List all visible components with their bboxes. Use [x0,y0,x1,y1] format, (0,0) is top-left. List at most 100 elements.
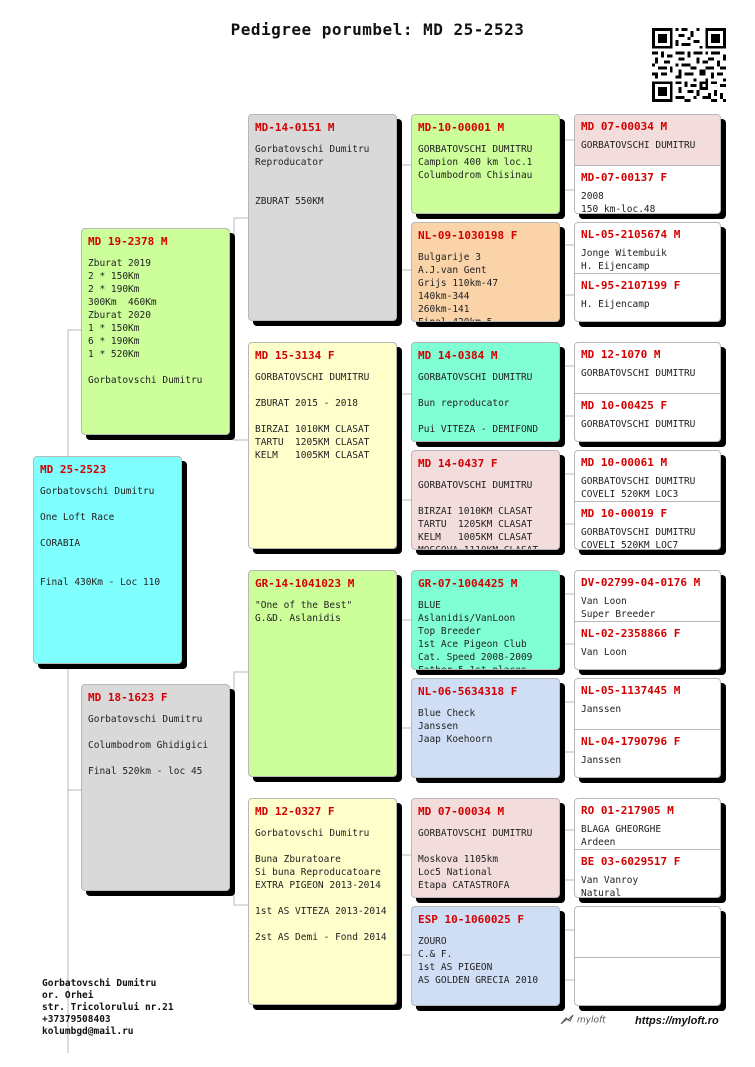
pigeon-info: GORBATOVSCHI DUMITRU COVELI 520KM LOC3 [581,476,696,500]
pigeon-id: MD 14-0384 M [418,349,498,362]
brand-url[interactable]: https://myloft.ro [635,1015,719,1027]
pigeon-id: MD 10-00019 F [581,507,668,520]
pigeon-id: MD 19-2378 M [88,235,168,248]
gen4-entry[interactable]: MD 12-1070 M GORBATOVSCHI DUMITRU [575,343,720,393]
sire-card[interactable]: MD 19-2378 M Zburat 2019 2 * 150Km 2 * 1… [81,228,230,435]
gen4-pair-card: MD 10-00061 M GORBATOVSCHI DUMITRU COVEL… [574,450,721,550]
pigeon-info: GORBATOVSCHI DUMITRU Moskova 1105km Loc5… [418,828,533,891]
gen4-entry[interactable]: NL-02-2358866 F Van Loon [575,621,720,669]
pigeon-id: ESP 10-1060025 F [418,913,524,926]
gen4-pair-card: NL-05-2105674 M Jonge Witembuik H. Eijen… [574,222,721,322]
gen4-entry[interactable]: NL-95-2107199 F H. Eijencamp [575,273,720,321]
dam-card[interactable]: MD 18-1623 F Gorbatovschi Dumitru Columb… [81,684,230,891]
bird-icon [560,1014,574,1025]
gen4-entry[interactable] [575,957,720,1005]
gen4-entry[interactable]: BE 03-6029517 F Van Vanroy Natural [575,849,720,898]
pigeon-id: MD 12-1070 M [581,348,661,361]
pigeon-info: Janssen [581,704,622,715]
pigeon-id: MD 15-3134 F [255,349,335,362]
great-grandparent-card[interactable]: ESP 10-1060025 F ZOURO C.& F. 1st AS PIG… [411,906,560,1006]
pigeon-id: GR-07-1004425 M [418,577,518,590]
pigeon-id: NL-95-2107199 F [581,279,681,292]
great-grandparent-card[interactable]: MD 14-0384 M GORBATOVSCHI DUMITRU Bun re… [411,342,560,442]
gen4-pair-card: MD 12-1070 M GORBATOVSCHI DUMITRU MD 10-… [574,342,721,442]
page-title: Pedigree porumbel: MD 25-2523 [230,20,525,39]
pigeon-info: GORBATOVSCHI DUMITRU ZBURAT 2015 - 2018 … [255,372,370,461]
pigeon-id: NL-05-2105674 M [581,228,681,241]
pigeon-id: MD-07-00137 F [581,171,668,184]
pigeon-info: Blue Check Janssen Jaap Koehoorn [418,708,493,745]
pigeon-id: MD 10-00425 F [581,399,668,412]
gen4-entry[interactable]: NL-05-2105674 M Jonge Witembuik H. Eijen… [575,223,720,273]
gen4-pair-card: MD 07-00034 M GORBATOVSCHI DUMITRU MD-07… [574,114,721,214]
pigeon-id: MD-10-00001 M [418,121,505,134]
gen4-entry[interactable]: NL-05-1137445 M Janssen [575,679,720,729]
pigeon-id: MD 14-0437 F [418,457,498,470]
pigeon-info: Van Loon Super Breeder [581,596,656,620]
great-grandparent-card[interactable]: GR-07-1004425 M BLUE Aslanidis/VanLoon T… [411,570,560,670]
pigeon-id: MD 07-00034 M [418,805,505,818]
pigeon-info: "One of the Best" G.&D. Aslanidis [255,600,353,624]
great-grandparent-card[interactable]: NL-09-1030198 F Bulgarije 3 A.J.van Gent… [411,222,560,322]
pigeon-info: GORBATOVSCHI DUMITRU [581,368,696,379]
myloft-logo: myloft [560,1014,606,1026]
gen4-entry[interactable]: MD 10-00019 F GORBATOVSCHI DUMITRU COVEL… [575,501,720,550]
grandparent-card[interactable]: MD 15-3134 F GORBATOVSCHI DUMITRU ZBURAT… [248,342,397,549]
gen4-entry[interactable]: MD 10-00061 M GORBATOVSCHI DUMITRU COVEL… [575,451,720,501]
pigeon-id: NL-02-2358866 F [581,627,681,640]
pigeon-id: MD 07-00034 M [581,120,668,133]
pigeon-info: Jonge Witembuik H. Eijencamp [581,248,667,272]
subject-card[interactable]: MD 25-2523 Gorbatovschi Dumitru One Loft… [33,456,182,664]
pigeon-info: Gorbatovschi Dumitru One Loft Race CORAB… [40,486,161,588]
gen4-entry[interactable]: DV-02799-04-0176 M Van Loon Super Breede… [575,571,720,621]
pigeon-id: MD 25-2523 [40,463,107,476]
pigeon-id: NL-06-5634318 F [418,685,518,698]
pigeon-info: Van Vanroy Natural [581,875,639,898]
gen4-pair-card: DV-02799-04-0176 M Van Loon Super Breede… [574,570,721,670]
pigeon-info: GORBATOVSCHI DUMITRU Campion 400 km loc.… [418,144,533,181]
gen4-entry[interactable] [575,907,720,957]
pigeon-id: NL-05-1137445 M [581,684,681,697]
pigeon-id: NL-09-1030198 F [418,229,518,242]
great-grandparent-card[interactable]: NL-06-5634318 F Blue Check Janssen Jaap … [411,678,560,778]
gen4-entry[interactable]: NL-04-1790796 F Janssen [575,729,720,777]
gen4-pair-card: RO 01-217905 M BLAGA GHEORGHE Ardeen BE … [574,798,721,898]
gen4-pair-card [574,906,721,1006]
pigeon-info: Van Loon [581,647,627,658]
gen4-entry[interactable]: MD 10-00425 F GORBATOVSCHI DUMITRU [575,393,720,441]
grandparent-card[interactable]: GR-14-1041023 M "One of the Best" G.&D. … [248,570,397,777]
qr-code [652,28,726,102]
pigeon-info: H. Eijencamp [581,299,650,310]
brand-text: myloft [576,1015,606,1026]
pigeon-info: Gorbatovschi Dumitru Reproducator ZBURAT… [255,144,370,207]
grandparent-card[interactable]: MD 12-0327 F Gorbatovschi Dumitru Buna Z… [248,798,397,1005]
pigeon-id: MD-14-0151 M [255,121,335,134]
great-grandparent-card[interactable]: MD 07-00034 M GORBATOVSCHI DUMITRU Mosko… [411,798,560,898]
gen4-pair-card: NL-05-1137445 M Janssen NL-04-1790796 F … [574,678,721,778]
pigeon-info: GORBATOVSCHI DUMITRU [581,419,696,430]
pigeon-id: BE 03-6029517 F [581,855,681,868]
great-grandparent-card[interactable]: MD 14-0437 F GORBATOVSCHI DUMITRU BIRZAI… [411,450,560,550]
gen4-entry[interactable]: RO 01-217905 M BLAGA GHEORGHE Ardeen [575,799,720,849]
pigeon-info: ZOURO C.& F. 1st AS PIGEON AS GOLDEN GRE… [418,936,539,986]
great-grandparent-card[interactable]: MD-10-00001 M GORBATOVSCHI DUMITRU Campi… [411,114,560,214]
pigeon-id: MD 12-0327 F [255,805,335,818]
pigeon-info: BLUE Aslanidis/VanLoon Top Breeder 1st A… [418,600,533,669]
pigeon-info: 2008 150 km-loc.48 [581,191,656,214]
gen4-entry[interactable]: MD 07-00034 M GORBATOVSCHI DUMITRU [575,115,720,165]
pigeon-id: DV-02799-04-0176 M [581,576,701,589]
owner-contact: Gorbatovschi Dumitru or. Orhei str. Tric… [42,978,174,1037]
pigeon-info: GORBATOVSCHI DUMITRU COVELI 520KM LOC7 [581,527,696,550]
gen4-entry[interactable]: MD-07-00137 F 2008 150 km-loc.48 [575,165,720,214]
pigeon-id: RO 01-217905 M [581,804,674,817]
pigeon-id: NL-04-1790796 F [581,735,681,748]
grandparent-card[interactable]: MD-14-0151 M Gorbatovschi Dumitru Reprod… [248,114,397,321]
pigeon-id: GR-14-1041023 M [255,577,355,590]
pigeon-info: GORBATOVSCHI DUMITRU Bun reproducator Pu… [418,372,539,435]
pigeon-info: Zburat 2019 2 * 150Km 2 * 190Km 300Km 46… [88,258,203,386]
pigeon-info: Bulgarije 3 A.J.van Gent Grijs 110km-47 … [418,252,499,321]
pigeon-info: Gorbatovschi Dumitru Buna Zburatoare Si … [255,828,387,943]
pigeon-info: Gorbatovschi Dumitru Columbodrom Ghidigi… [88,714,209,777]
pigeon-info: GORBATOVSCHI DUMITRU BIRZAI 1010KM CLASA… [418,480,538,549]
pigeon-id: MD 10-00061 M [581,456,668,469]
